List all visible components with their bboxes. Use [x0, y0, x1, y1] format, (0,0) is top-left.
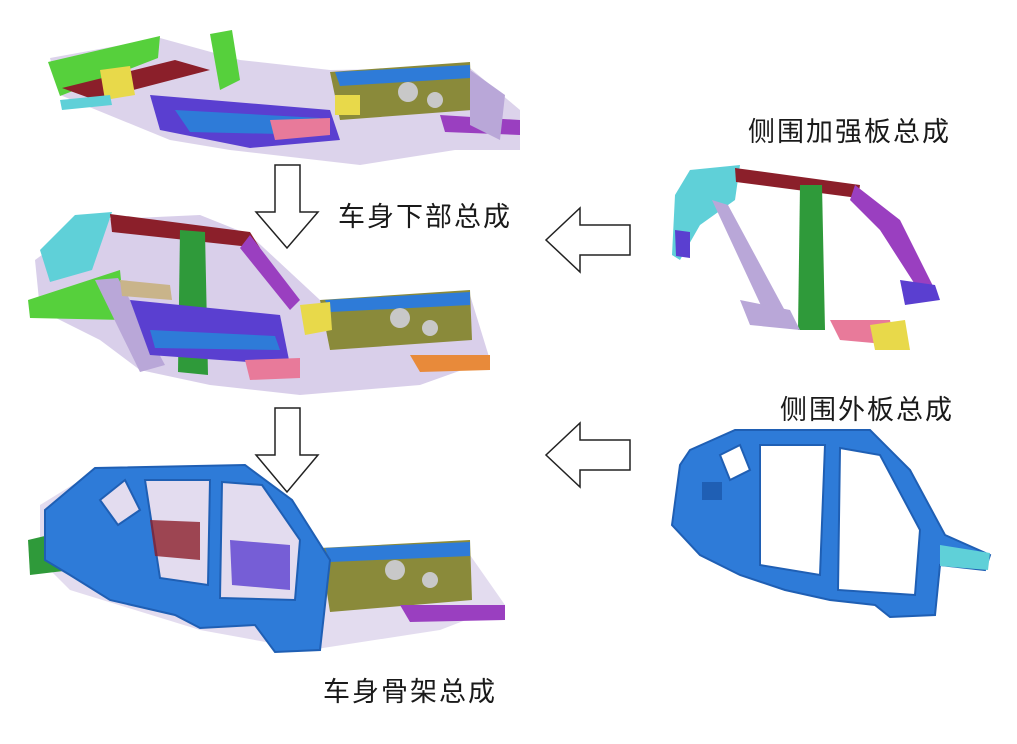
bodyframe-label: 车身骨架总成: [323, 677, 497, 708]
bodyframe-image: [28, 463, 505, 654]
side-outer-label: 侧围外板总成: [780, 395, 954, 426]
left-arrow-2: [544, 421, 631, 489]
down-arrow-2: [254, 407, 320, 494]
underbody-label: 车身下部总成: [338, 202, 512, 233]
side-reinforcement-image: [672, 165, 940, 350]
side-reinforcement-label: 侧围加强板总成: [748, 117, 951, 148]
side-outer-image: [670, 429, 992, 619]
underbody-with-reinforcement-image: [28, 212, 490, 395]
down-arrow-1: [254, 164, 320, 250]
left-arrow-1: [544, 206, 631, 274]
underbody-image: [48, 30, 520, 165]
